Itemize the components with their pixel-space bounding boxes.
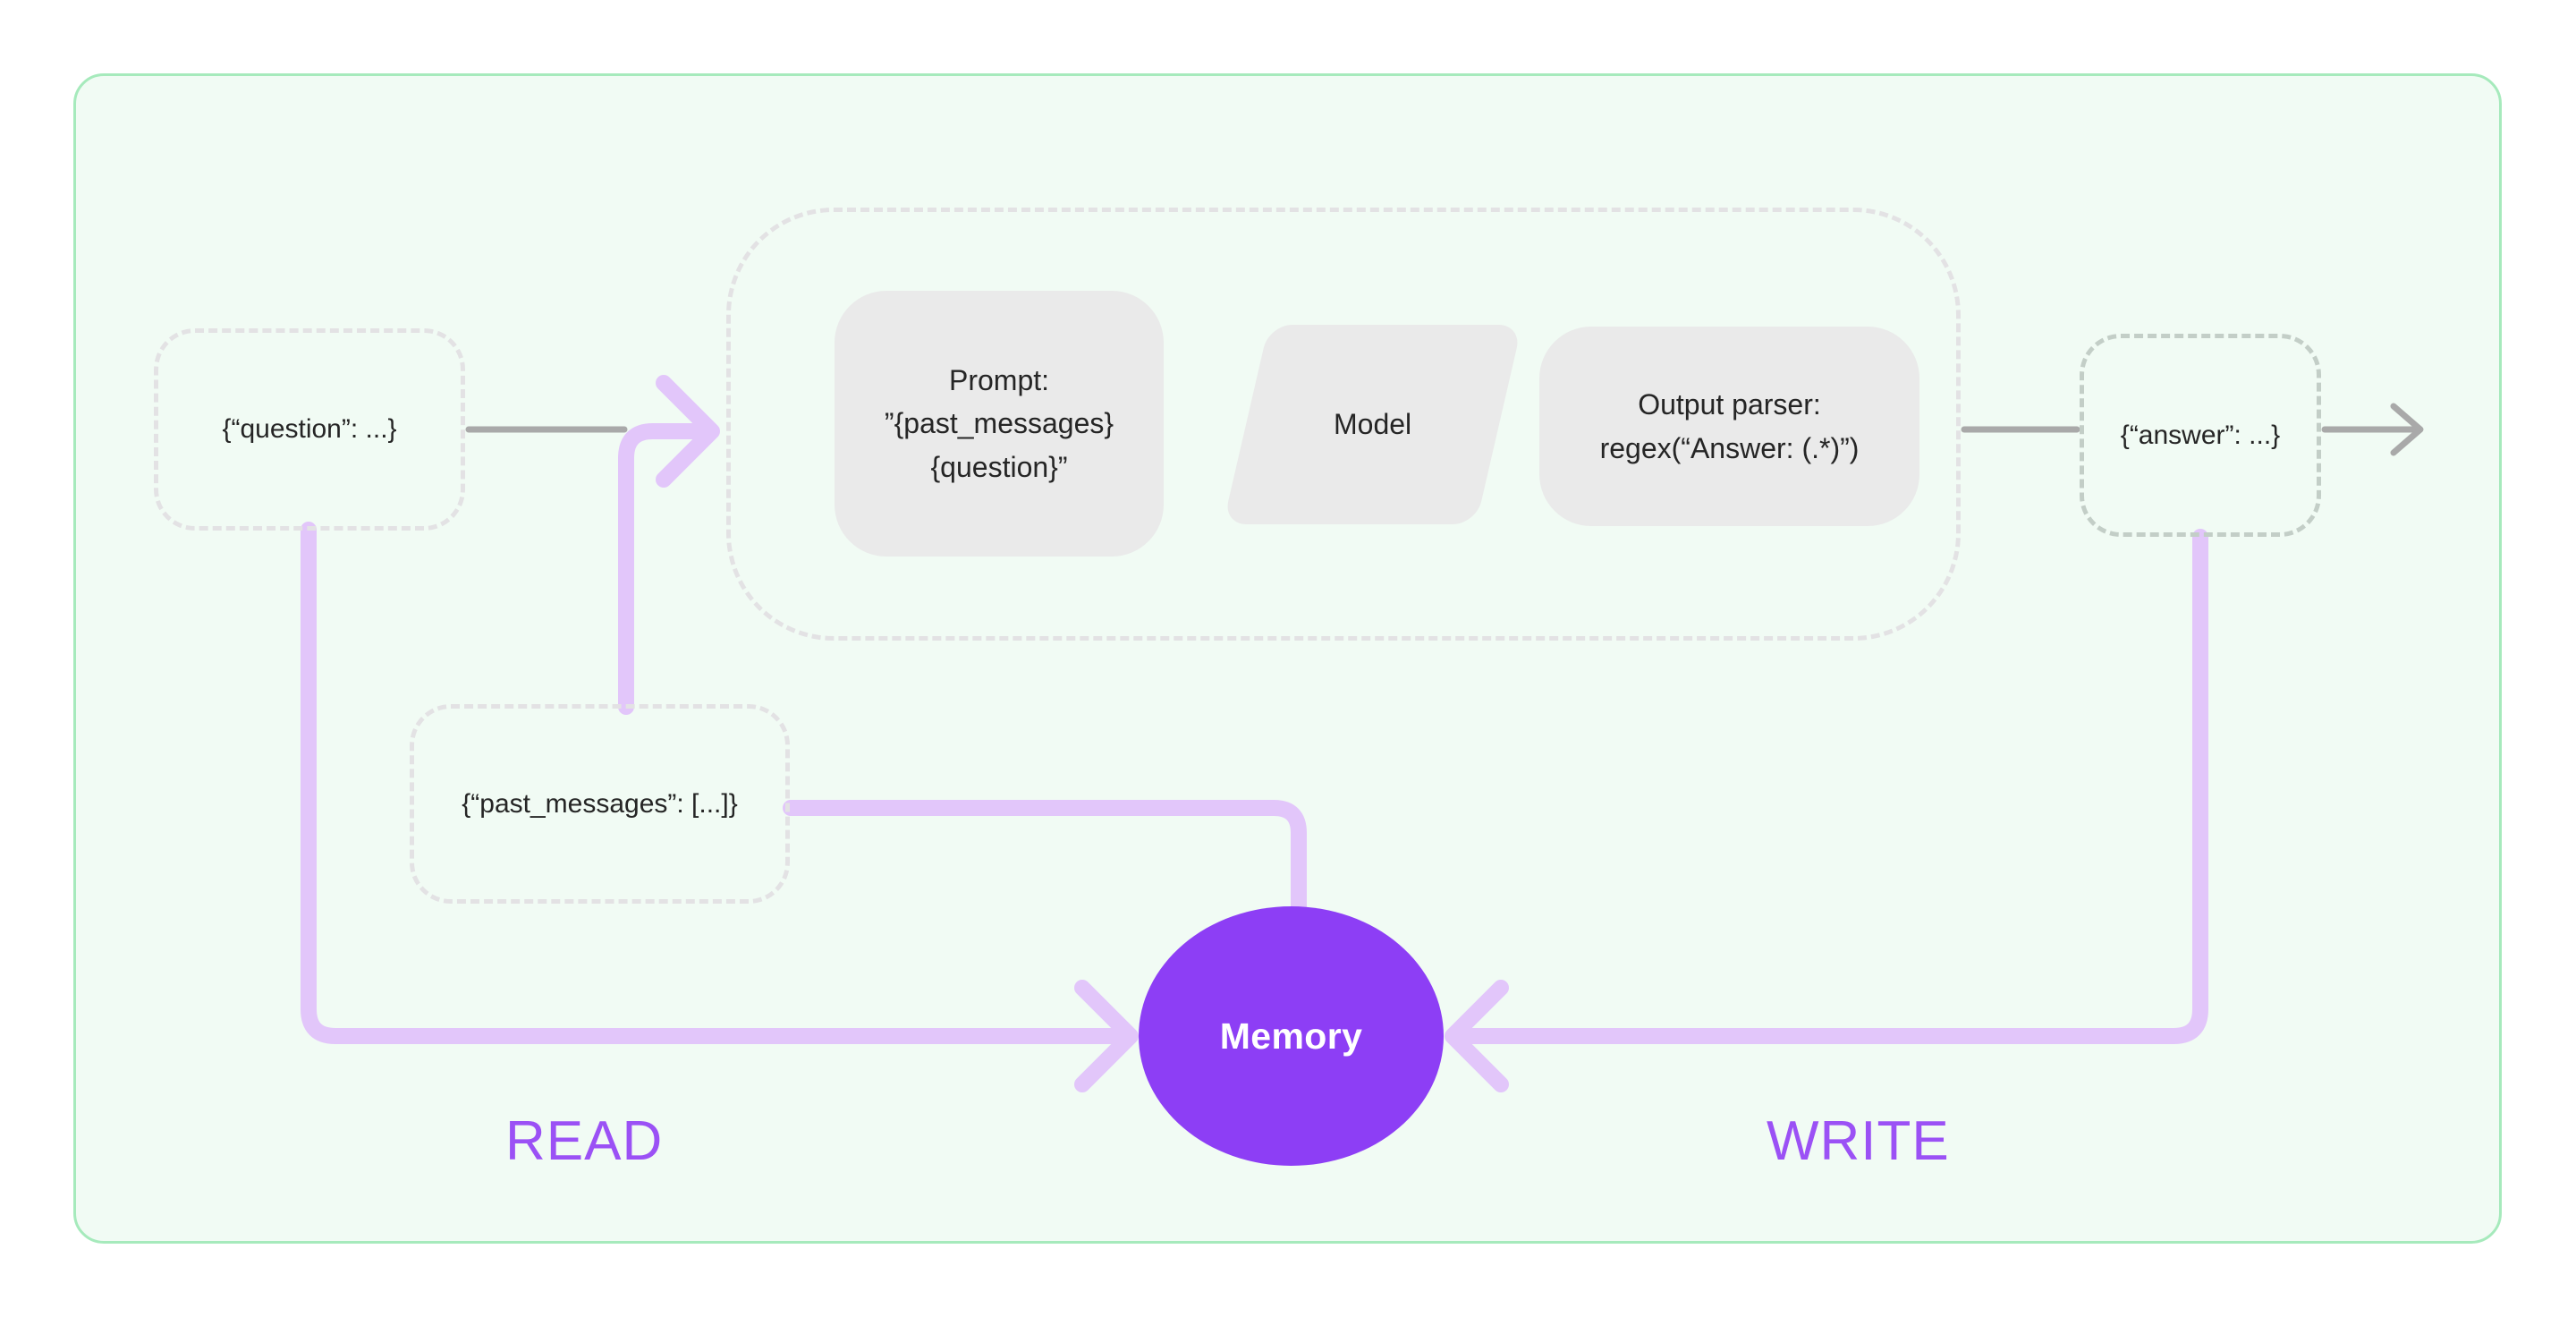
node-prompt-line2: ”{past_messages} xyxy=(884,407,1114,440)
node-answer[interactable]: {“answer”: ...} xyxy=(2080,334,2321,537)
node-past-messages-label: {“past_messages”: [...]} xyxy=(462,788,738,819)
node-output-parser-line1: Output parser: xyxy=(1638,387,1821,421)
caption-write: WRITE xyxy=(1767,1110,1950,1172)
node-output-parser-line2: regex(“Answer: (.*)”) xyxy=(1599,431,1860,464)
node-question[interactable]: {“question”: ...} xyxy=(154,328,465,531)
node-model[interactable]: Model xyxy=(1223,325,1522,524)
caption-read: READ xyxy=(505,1110,664,1172)
node-answer-label: {“answer”: ...} xyxy=(2120,420,2281,450)
chain-group-container xyxy=(726,208,1961,641)
node-prompt-line3: {question}” xyxy=(930,450,1068,483)
node-past-messages[interactable]: {“past_messages”: [...]} xyxy=(410,704,790,904)
node-prompt[interactable]: Prompt: ”{past_messages} {question}” xyxy=(835,291,1164,557)
node-output-parser[interactable]: Output parser: regex(“Answer: (.*)”) xyxy=(1539,327,1919,526)
node-prompt-line1: Prompt: xyxy=(948,363,1050,396)
node-model-label: Model xyxy=(1333,408,1412,440)
node-memory[interactable]: Memory xyxy=(1139,906,1444,1166)
node-question-label: {“question”: ...} xyxy=(222,414,397,444)
node-memory-label: Memory xyxy=(1219,1015,1363,1057)
